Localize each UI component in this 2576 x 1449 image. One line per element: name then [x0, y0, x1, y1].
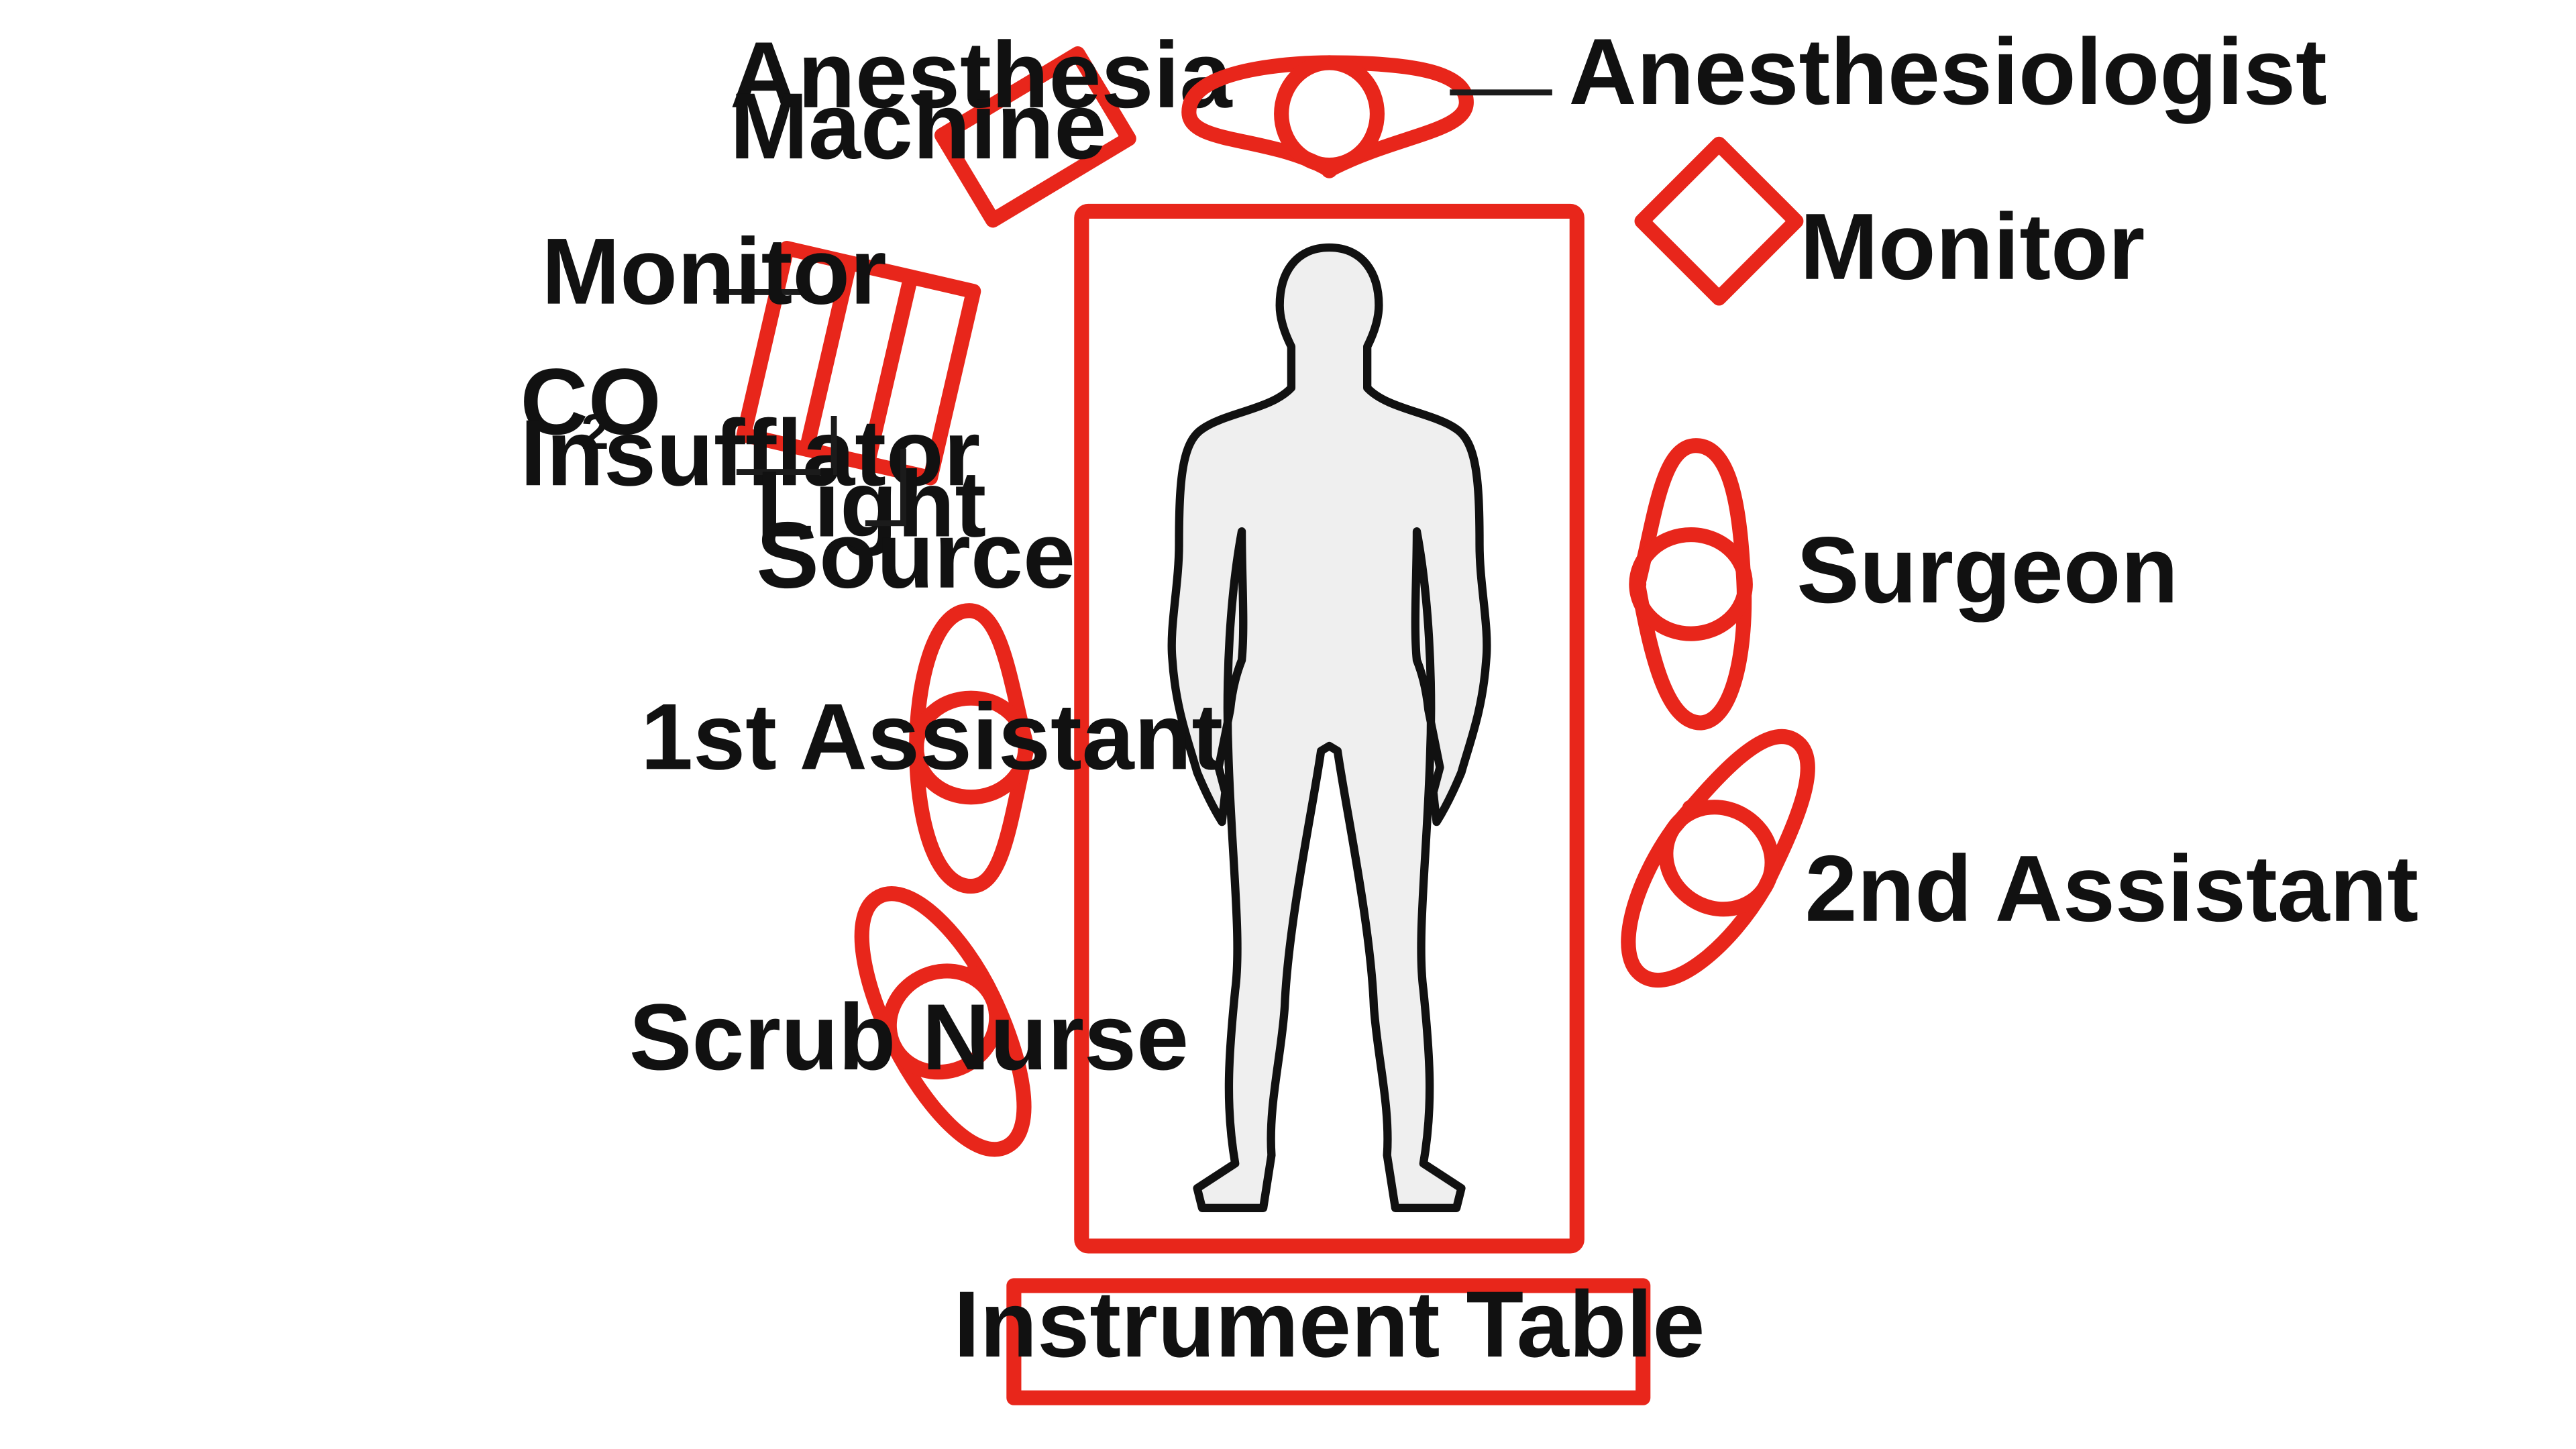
insufflator-leader: [736, 415, 837, 476]
co2-subscript: 2: [581, 404, 608, 460]
first-assistant-figure: [909, 603, 1036, 894]
instrument-table-label: Instrument Table: [954, 1271, 1705, 1377]
co2-label: CO: [520, 349, 661, 454]
anesthesia-machine-label-line1: Anesthesia: [730, 22, 1233, 127]
surgeon-figure: [1629, 438, 1753, 731]
monitor-right: [1634, 136, 1804, 306]
equipment-tower: [736, 241, 981, 486]
anesthesiologist-figure: [1181, 55, 1474, 178]
monitor-right-label: Monitor: [1800, 194, 2145, 299]
anesthesia-machine: [934, 46, 1136, 228]
scrub-nurse-label: Scrub Nurse: [629, 984, 1189, 1089]
light-source-label-line2: Source: [756, 502, 1075, 608]
scrub-nurse-figure: [854, 886, 1032, 1157]
anesthesia-machine-label-line2: Machine: [730, 73, 1106, 178]
instrument-table: [1006, 1278, 1651, 1405]
operating-table: [1074, 203, 1585, 1254]
anesthesiologist-label: Anesthesiologist: [1568, 19, 2326, 124]
light-source-leader: [865, 449, 906, 527]
surgeon-label: Surgeon: [1796, 517, 2178, 623]
first-assistant-label: 1st Assistant: [641, 684, 1223, 789]
patient-silhouette: [1167, 243, 1491, 1212]
second-assistant-label: 2nd Assistant: [1805, 836, 2418, 941]
light-source-label-line1: Light: [756, 451, 986, 557]
second-assistant-figure: [1621, 729, 1815, 988]
monitor-left-label: Monitor: [541, 219, 886, 324]
